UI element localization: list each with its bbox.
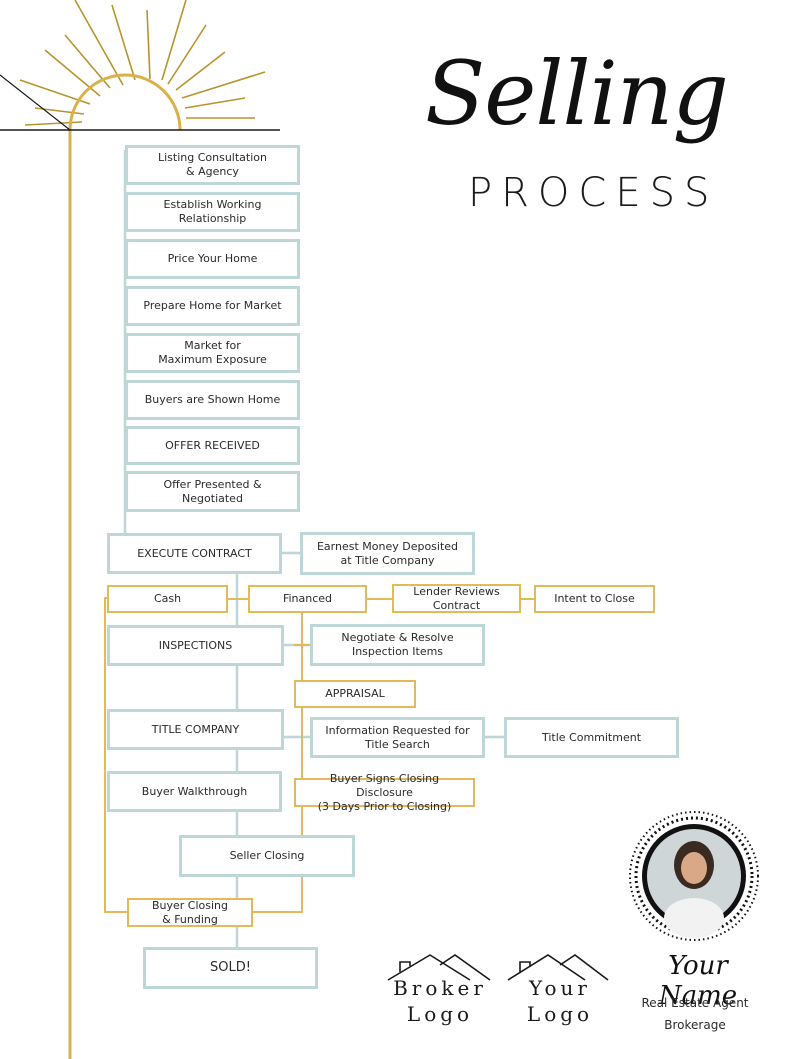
title-script: Selling (425, 42, 729, 145)
step-info-requested: Information Requested for Title Search (310, 717, 485, 758)
step-shown: Buyers are Shown Home (125, 380, 300, 420)
step-closing-disclosure: Buyer Signs Closing Disclosure (3 Days P… (294, 772, 475, 813)
agent-role: Real Estate Agent (641, 996, 749, 1010)
step-price: Price Your Home (125, 239, 300, 279)
step-earnest-money: Earnest Money Deposited at Title Company (300, 532, 475, 575)
agent-photo (629, 811, 759, 941)
step-offer-received: OFFER RECEIVED (125, 426, 300, 465)
step-listing: Listing Consultation & Agency (125, 145, 300, 185)
your-logo: Your Logo (526, 976, 594, 1026)
step-intent-to-close: Intent to Close (534, 585, 655, 613)
step-cash: Cash (107, 585, 228, 613)
agent-brokerage: Brokerage (664, 1018, 726, 1032)
step-buyer-closing: Buyer Closing & Funding (127, 898, 253, 927)
step-seller-closing: Seller Closing (179, 835, 355, 877)
step-market: Market for Maximum Exposure (125, 333, 300, 373)
broker-logo: Broker Logo (393, 976, 487, 1026)
step-title-company: TITLE COMPANY (107, 709, 284, 750)
step-negotiate-resolve: Negotiate & Resolve Inspection Items (310, 624, 485, 666)
step-offer-presented: Offer Presented & Negotiated (125, 471, 300, 512)
step-appraisal: APPRAISAL (294, 680, 416, 708)
step-prepare: Prepare Home for Market (125, 286, 300, 326)
step-inspections: INSPECTIONS (107, 625, 284, 666)
step-sold: SOLD! (143, 947, 318, 989)
step-title-commitment: Title Commitment (504, 717, 679, 758)
sun-rays-decoration (19, 0, 266, 126)
step-financed: Financed (248, 585, 367, 613)
step-buyer-walkthrough: Buyer Walkthrough (107, 771, 282, 812)
title-subtitle: PROCESS (468, 170, 719, 216)
step-execute-contract: EXECUTE CONTRACT (107, 533, 282, 574)
step-lender-reviews: Lender Reviews Contract (392, 584, 521, 613)
step-establish: Establish Working Relationship (125, 192, 300, 232)
agent-signature: Your Name (658, 951, 738, 1011)
